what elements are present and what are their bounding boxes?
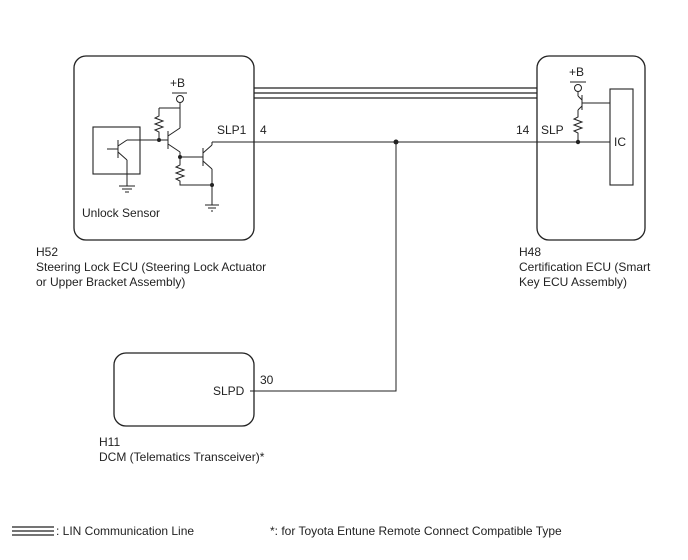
h48-connector-label: H48 <box>519 245 541 259</box>
junction-dot <box>157 138 161 142</box>
certification-ecu-name-line1: Certification ECU (Smart <box>519 260 651 274</box>
resistor-icon <box>174 157 212 186</box>
slp1-terminal-label: SLP1 <box>217 123 247 137</box>
steering-power-label: +B <box>170 76 185 90</box>
slpd-branch-wire <box>250 142 397 392</box>
power-terminal-icon <box>159 92 187 109</box>
h11-connector-label: H11 <box>99 435 120 449</box>
unlock-sensor-box <box>92 126 141 175</box>
pmos-transistor-icon <box>577 95 610 111</box>
footnote: *: for Toyota Entune Remote Connect Comp… <box>270 524 562 538</box>
junction-dot <box>210 183 214 187</box>
npn-transistor-icon <box>196 141 254 205</box>
unlock-sensor-transistor-icon <box>107 139 140 186</box>
resistor-icon <box>572 110 584 142</box>
ic-label: IC <box>614 135 626 149</box>
slpd-terminal-label: SLPD <box>213 384 245 398</box>
lin-communication-line <box>254 87 537 99</box>
ground-icon <box>119 185 135 193</box>
unlock-sensor-label: Unlock Sensor <box>82 206 160 220</box>
steering-ecu-name-line2: or Upper Bracket Assembly) <box>36 275 185 289</box>
h52-connector-label: H52 <box>36 245 58 259</box>
slpd-pin-number: 30 <box>260 373 274 387</box>
resistor-icon <box>153 108 165 140</box>
lin-legend-symbol <box>12 526 54 536</box>
certification-ecu-box <box>536 55 646 241</box>
pnp-transistor-icon <box>140 108 196 158</box>
certification-ecu-name-line2: Key ECU Assembly) <box>519 275 627 289</box>
steering-lock-ecu-box <box>73 55 255 241</box>
power-terminal-icon <box>570 81 586 96</box>
slp1-pin-number: 4 <box>260 123 267 137</box>
ground-icon <box>205 204 219 212</box>
steering-ecu-name-line1: Steering Lock ECU (Steering Lock Actuato… <box>36 260 266 274</box>
slp-pin-number: 14 <box>516 123 530 137</box>
lin-legend-label: : LIN Communication Line <box>56 524 194 538</box>
ic-chip <box>609 88 634 186</box>
dcm-box <box>113 352 255 427</box>
dcm-name: DCM (Telematics Transceiver)* <box>99 450 265 464</box>
slp-terminal-label: SLP <box>541 123 564 137</box>
certification-power-label: +B <box>569 65 584 79</box>
